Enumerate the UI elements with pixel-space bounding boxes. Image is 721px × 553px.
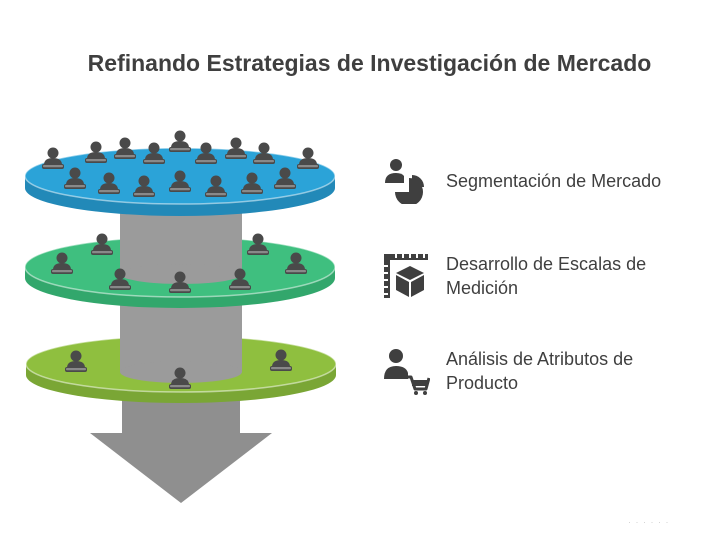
legend-item-segmentacion: Segmentación de Mercado [382,156,696,204]
legend-item-escalas: Desarrollo de Escalas de Medición [382,252,696,300]
pie-chart-user-icon [385,159,424,204]
legend-label-3: Análisis de Atributos de Producto [446,349,634,393]
person-cart-icon [384,349,430,395]
legend-label-2: Desarrollo de Escalas de Medición [446,254,647,298]
legend-item-atributos: Análisis de Atributos de Producto [382,347,696,395]
legend-label-1: Segmentación de Mercado [446,171,662,191]
watermark: · · · · · · [628,517,670,527]
measuring-box-icon [384,254,428,298]
page-title: Refinando Estrategias de Investigación d… [87,50,652,76]
funnel-arrow [90,400,272,503]
